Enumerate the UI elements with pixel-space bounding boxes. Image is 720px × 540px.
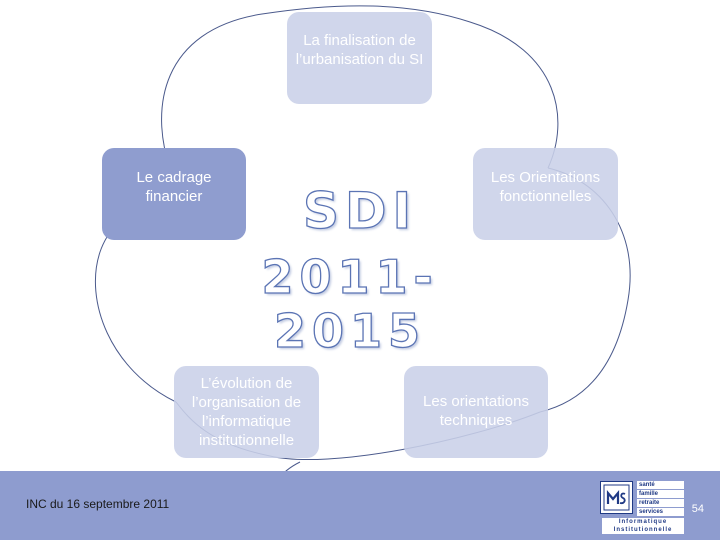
msa-logo-line: famille [637, 490, 684, 498]
cycle-item-label: Les orientations techniques [423, 393, 529, 429]
msa-logo-subtitle: Informatique Institutionnelle [602, 518, 684, 534]
msa-logo-line: retraite [637, 499, 684, 507]
msa-logo-lines: santé famille retraite services [637, 481, 684, 517]
page-number: 54 [691, 503, 704, 515]
cycle-item-label: L’évolution de l’organisation de l’infor… [191, 375, 302, 449]
cycle-item-cadrage-financier: Le cadrage financier [102, 148, 246, 240]
diagram-title: SDI [302, 181, 418, 240]
cycle-item-orientations-techniques: Les orientations techniques [404, 366, 548, 458]
cycle-item-label: Les Orientations fonctionnelles [490, 169, 601, 205]
msa-logo-line: services [637, 508, 684, 516]
cycle-item-label: Le cadrage financier [136, 169, 212, 205]
msa-logo-line: santé [637, 481, 684, 489]
footer-date: INC du 16 septembre 2011 [26, 497, 170, 511]
cycle-item-urbanisation: La finalisation de l’urbanisation du SI [287, 12, 432, 104]
footer-band: INC du 16 septembre 2011 santé famille r… [0, 471, 720, 540]
cycle-item-evolution-organisation: L’évolution de l’organisation de l’infor… [174, 366, 319, 458]
cycle-item-label: La finalisation de l’urbanisation du SI [295, 32, 424, 68]
cycle-item-orientations-fonctionnelles: Les Orientations fonctionnelles [473, 148, 618, 240]
diagram-years: 2011-2015 [261, 249, 439, 358]
msa-logo-mark [600, 481, 633, 514]
msa-logo: santé famille retraite services Informat… [600, 481, 684, 537]
